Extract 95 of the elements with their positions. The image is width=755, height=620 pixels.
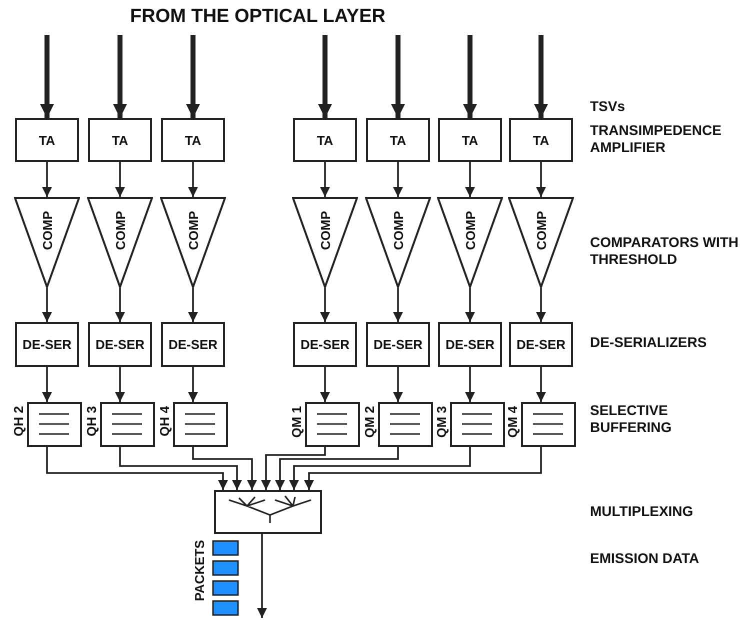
arrow — [188, 367, 198, 402]
arrow — [393, 162, 403, 197]
deserializer-box — [366, 322, 430, 367]
deserializer-label: DE-SER — [373, 337, 423, 352]
amplifier-label: TA — [462, 132, 478, 148]
title: FROM THE OPTICAL LAYER — [130, 6, 386, 28]
arrow — [46, 447, 228, 490]
arrow — [536, 162, 546, 197]
deserializer-box — [161, 322, 225, 367]
amplifier-label: TA — [112, 132, 128, 148]
buffer-box — [378, 402, 433, 447]
arrow — [320, 367, 330, 402]
queue-label: QH 3 — [84, 406, 99, 436]
arrow — [304, 447, 542, 490]
amplifier-box — [88, 118, 152, 162]
buffer-box — [305, 402, 360, 447]
buffer-box — [450, 402, 505, 447]
input-arrow — [186, 35, 200, 118]
arrow — [393, 288, 403, 322]
stage-label: EMISSION DATA — [590, 550, 700, 567]
arrow — [42, 288, 52, 322]
arrow — [192, 447, 257, 490]
input-arrow — [534, 35, 548, 118]
deserializer-label: DE-SER — [516, 337, 566, 352]
arrow — [289, 447, 471, 490]
queue-label: QM 1 — [289, 406, 304, 438]
arrow — [465, 162, 475, 197]
arrow — [465, 367, 475, 402]
buffer-box — [173, 402, 228, 447]
comparator-label: COMP — [462, 211, 478, 250]
arrow — [536, 288, 546, 322]
deserializer-label: DE-SER — [22, 337, 72, 352]
amplifier-box — [15, 118, 79, 162]
multiplexer-box — [214, 490, 322, 534]
arrow — [115, 367, 125, 402]
amplifier-box — [161, 118, 225, 162]
deserializer-label: DE-SER — [445, 337, 495, 352]
deserializer-box — [15, 322, 79, 367]
input-arrow — [391, 35, 405, 118]
queue-label: QM 4 — [505, 406, 520, 438]
input-arrow — [318, 35, 332, 118]
arrow — [115, 162, 125, 197]
comparator-label: COMP — [390, 211, 406, 250]
arrow — [393, 367, 403, 402]
comparator-label: COMP — [186, 211, 200, 250]
input-arrow — [463, 35, 477, 118]
arrow — [188, 288, 198, 322]
arrow — [320, 162, 330, 197]
input-arrow — [113, 35, 127, 118]
arrow — [275, 447, 399, 490]
amplifier-box — [438, 118, 502, 162]
comparator-label: COMP — [40, 211, 54, 250]
queue-label: QM 3 — [434, 406, 449, 438]
stage-label: DE-SERIALIZERS — [590, 334, 708, 351]
amplifier-label: TA — [184, 132, 202, 148]
arrow — [42, 162, 52, 197]
arrow — [115, 288, 125, 322]
stage-label: TSVs — [590, 98, 626, 115]
comparator-label: COMP — [112, 211, 128, 250]
amplifier-label: TA — [390, 132, 406, 148]
stage-label: COMPARATORS WITH THRESHOLD — [590, 234, 740, 268]
arrow — [119, 447, 242, 490]
amplifier-box — [509, 118, 573, 162]
arrow — [465, 288, 475, 322]
comparator-label: COMP — [318, 211, 332, 250]
input-arrow — [40, 35, 54, 118]
queue-label: QM 2 — [362, 406, 377, 438]
arrow — [536, 367, 546, 402]
deserializer-box — [293, 322, 357, 367]
amplifier-box — [293, 118, 357, 162]
arrow — [42, 367, 52, 402]
amplifier-label: TA — [316, 132, 334, 148]
queue-label: QH 2 — [11, 406, 26, 436]
amplifier-box — [366, 118, 430, 162]
arrow — [257, 534, 267, 618]
deserializer-box — [88, 322, 152, 367]
stage-label: TRANSIMPEDENCE AMPLIFIER — [590, 122, 722, 156]
deserializer-box — [509, 322, 573, 367]
arrow — [261, 447, 326, 490]
deserializer-label: DE-SER — [168, 337, 218, 352]
buffer-box — [521, 402, 576, 447]
buffer-box — [100, 402, 155, 447]
deserializer-label: DE-SER — [95, 337, 145, 352]
stage-label: SELECTIVE BUFFERING — [590, 402, 673, 436]
packets-label: PACKETS — [192, 540, 207, 602]
buffer-box — [27, 402, 82, 447]
deserializer-label: DE-SER — [300, 337, 350, 352]
amplifier-label: TA — [532, 132, 550, 148]
amplifier-label: TA — [38, 132, 56, 148]
arrow — [320, 288, 330, 322]
comparator-label: COMP — [534, 211, 548, 250]
queue-label: QH 4 — [157, 406, 172, 436]
stage-label: MULTIPLEXING — [590, 503, 694, 520]
arrow — [188, 162, 198, 197]
deserializer-box — [438, 322, 502, 367]
